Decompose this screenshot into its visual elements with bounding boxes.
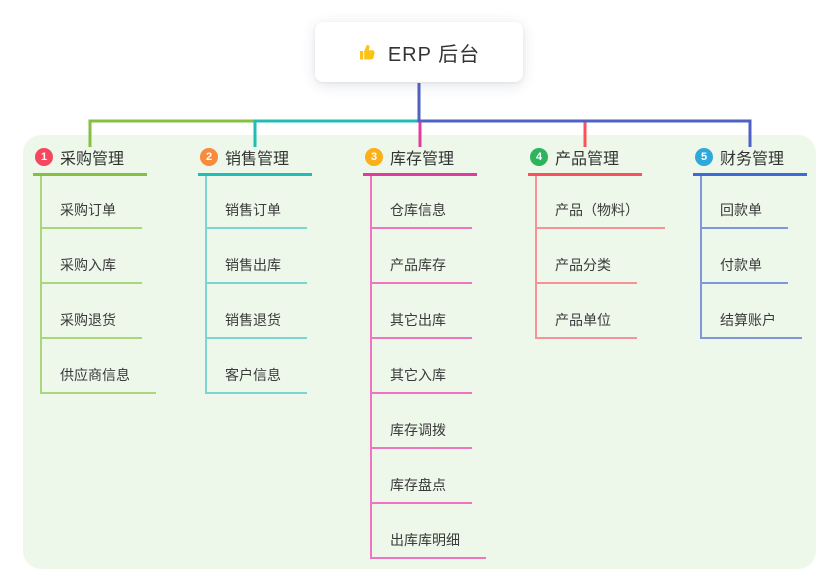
child-node[interactable]: 出库库明细 (372, 530, 486, 559)
child-row: 产品库存 (372, 229, 532, 284)
root-node[interactable]: ERP 后台 (315, 22, 523, 82)
branch-node-2[interactable]: 2 销售管理 (198, 147, 312, 176)
child-row: 产品单位 (537, 284, 697, 339)
branch-number-badge: 3 (365, 148, 383, 166)
child-node[interactable]: 仓库信息 (372, 200, 472, 229)
child-row: 回款单 (702, 176, 839, 229)
branch-node-label: 财务管理 (720, 151, 785, 168)
child-row: 客户信息 (207, 339, 367, 394)
branch-children: 销售订单销售出库销售退货客户信息 (205, 176, 367, 394)
branch-node-3[interactable]: 3 库存管理 (363, 147, 477, 176)
child-row: 销售出库 (207, 229, 367, 284)
child-row: 采购入库 (42, 229, 202, 284)
branch-children: 产品（物料） 产品分类产品单位 (535, 176, 697, 339)
branch-node-label: 库存管理 (390, 151, 455, 168)
child-row: 库存盘点 (372, 449, 532, 504)
child-node[interactable]: 库存调拨 (372, 420, 472, 449)
child-node[interactable]: 客户信息 (207, 365, 307, 394)
branch-children: 采购订单采购入库采购退货供应商信息 (40, 176, 202, 394)
branch-number-badge: 4 (530, 148, 548, 166)
root-node-label: ERP 后台 (387, 43, 481, 66)
child-node[interactable]: 销售订单 (207, 200, 307, 229)
child-node[interactable]: 回款单 (702, 200, 788, 229)
child-node[interactable]: 供应商信息 (42, 365, 156, 394)
child-row: 供应商信息 (42, 339, 202, 394)
branches-panel (23, 135, 816, 569)
branch-children: 仓库信息产品库存其它出库其它入库库存调拨库存盘点出库库明细 (370, 176, 532, 559)
branch-node-label: 采购管理 (60, 151, 125, 168)
child-node[interactable]: 付款单 (702, 255, 788, 284)
child-node[interactable]: 采购订单 (42, 200, 142, 229)
child-row: 采购订单 (42, 176, 202, 229)
child-row: 产品（物料） (537, 176, 697, 229)
child-row: 结算账户 (702, 284, 839, 339)
child-row: 销售退货 (207, 284, 367, 339)
branch-number-badge: 1 (35, 148, 53, 166)
branch-node-label: 产品管理 (555, 151, 620, 168)
child-node[interactable]: 采购入库 (42, 255, 142, 284)
child-node[interactable]: 产品分类 (537, 255, 637, 284)
child-node[interactable]: 销售出库 (207, 255, 307, 284)
branch-node-1[interactable]: 1 采购管理 (33, 147, 147, 176)
thumbs-up-icon (359, 44, 375, 60)
child-node[interactable]: 产品（物料） (537, 200, 665, 229)
child-node[interactable]: 产品单位 (537, 310, 637, 339)
child-node[interactable]: 采购退货 (42, 310, 142, 339)
child-row: 其它出库 (372, 284, 532, 339)
child-row: 出库库明细 (372, 504, 532, 559)
branch-node-label: 销售管理 (225, 151, 290, 168)
child-row: 库存调拨 (372, 394, 532, 449)
child-node[interactable]: 销售退货 (207, 310, 307, 339)
child-row: 付款单 (702, 229, 839, 284)
child-row: 销售订单 (207, 176, 367, 229)
branch-node-4[interactable]: 4 产品管理 (528, 147, 642, 176)
child-node[interactable]: 其它出库 (372, 310, 472, 339)
child-node[interactable]: 其它入库 (372, 365, 472, 394)
child-row: 仓库信息 (372, 176, 532, 229)
child-node[interactable]: 结算账户 (702, 310, 802, 339)
child-row: 采购退货 (42, 284, 202, 339)
child-node[interactable]: 产品库存 (372, 255, 472, 284)
child-row: 其它入库 (372, 339, 532, 394)
branch-number-badge: 5 (695, 148, 713, 166)
branch-children: 回款单付款单结算账户 (700, 176, 839, 339)
child-node[interactable]: 库存盘点 (372, 475, 472, 504)
branch-node-5[interactable]: 5 财务管理 (693, 147, 807, 176)
child-row: 产品分类 (537, 229, 697, 284)
branch-number-badge: 2 (200, 148, 218, 166)
